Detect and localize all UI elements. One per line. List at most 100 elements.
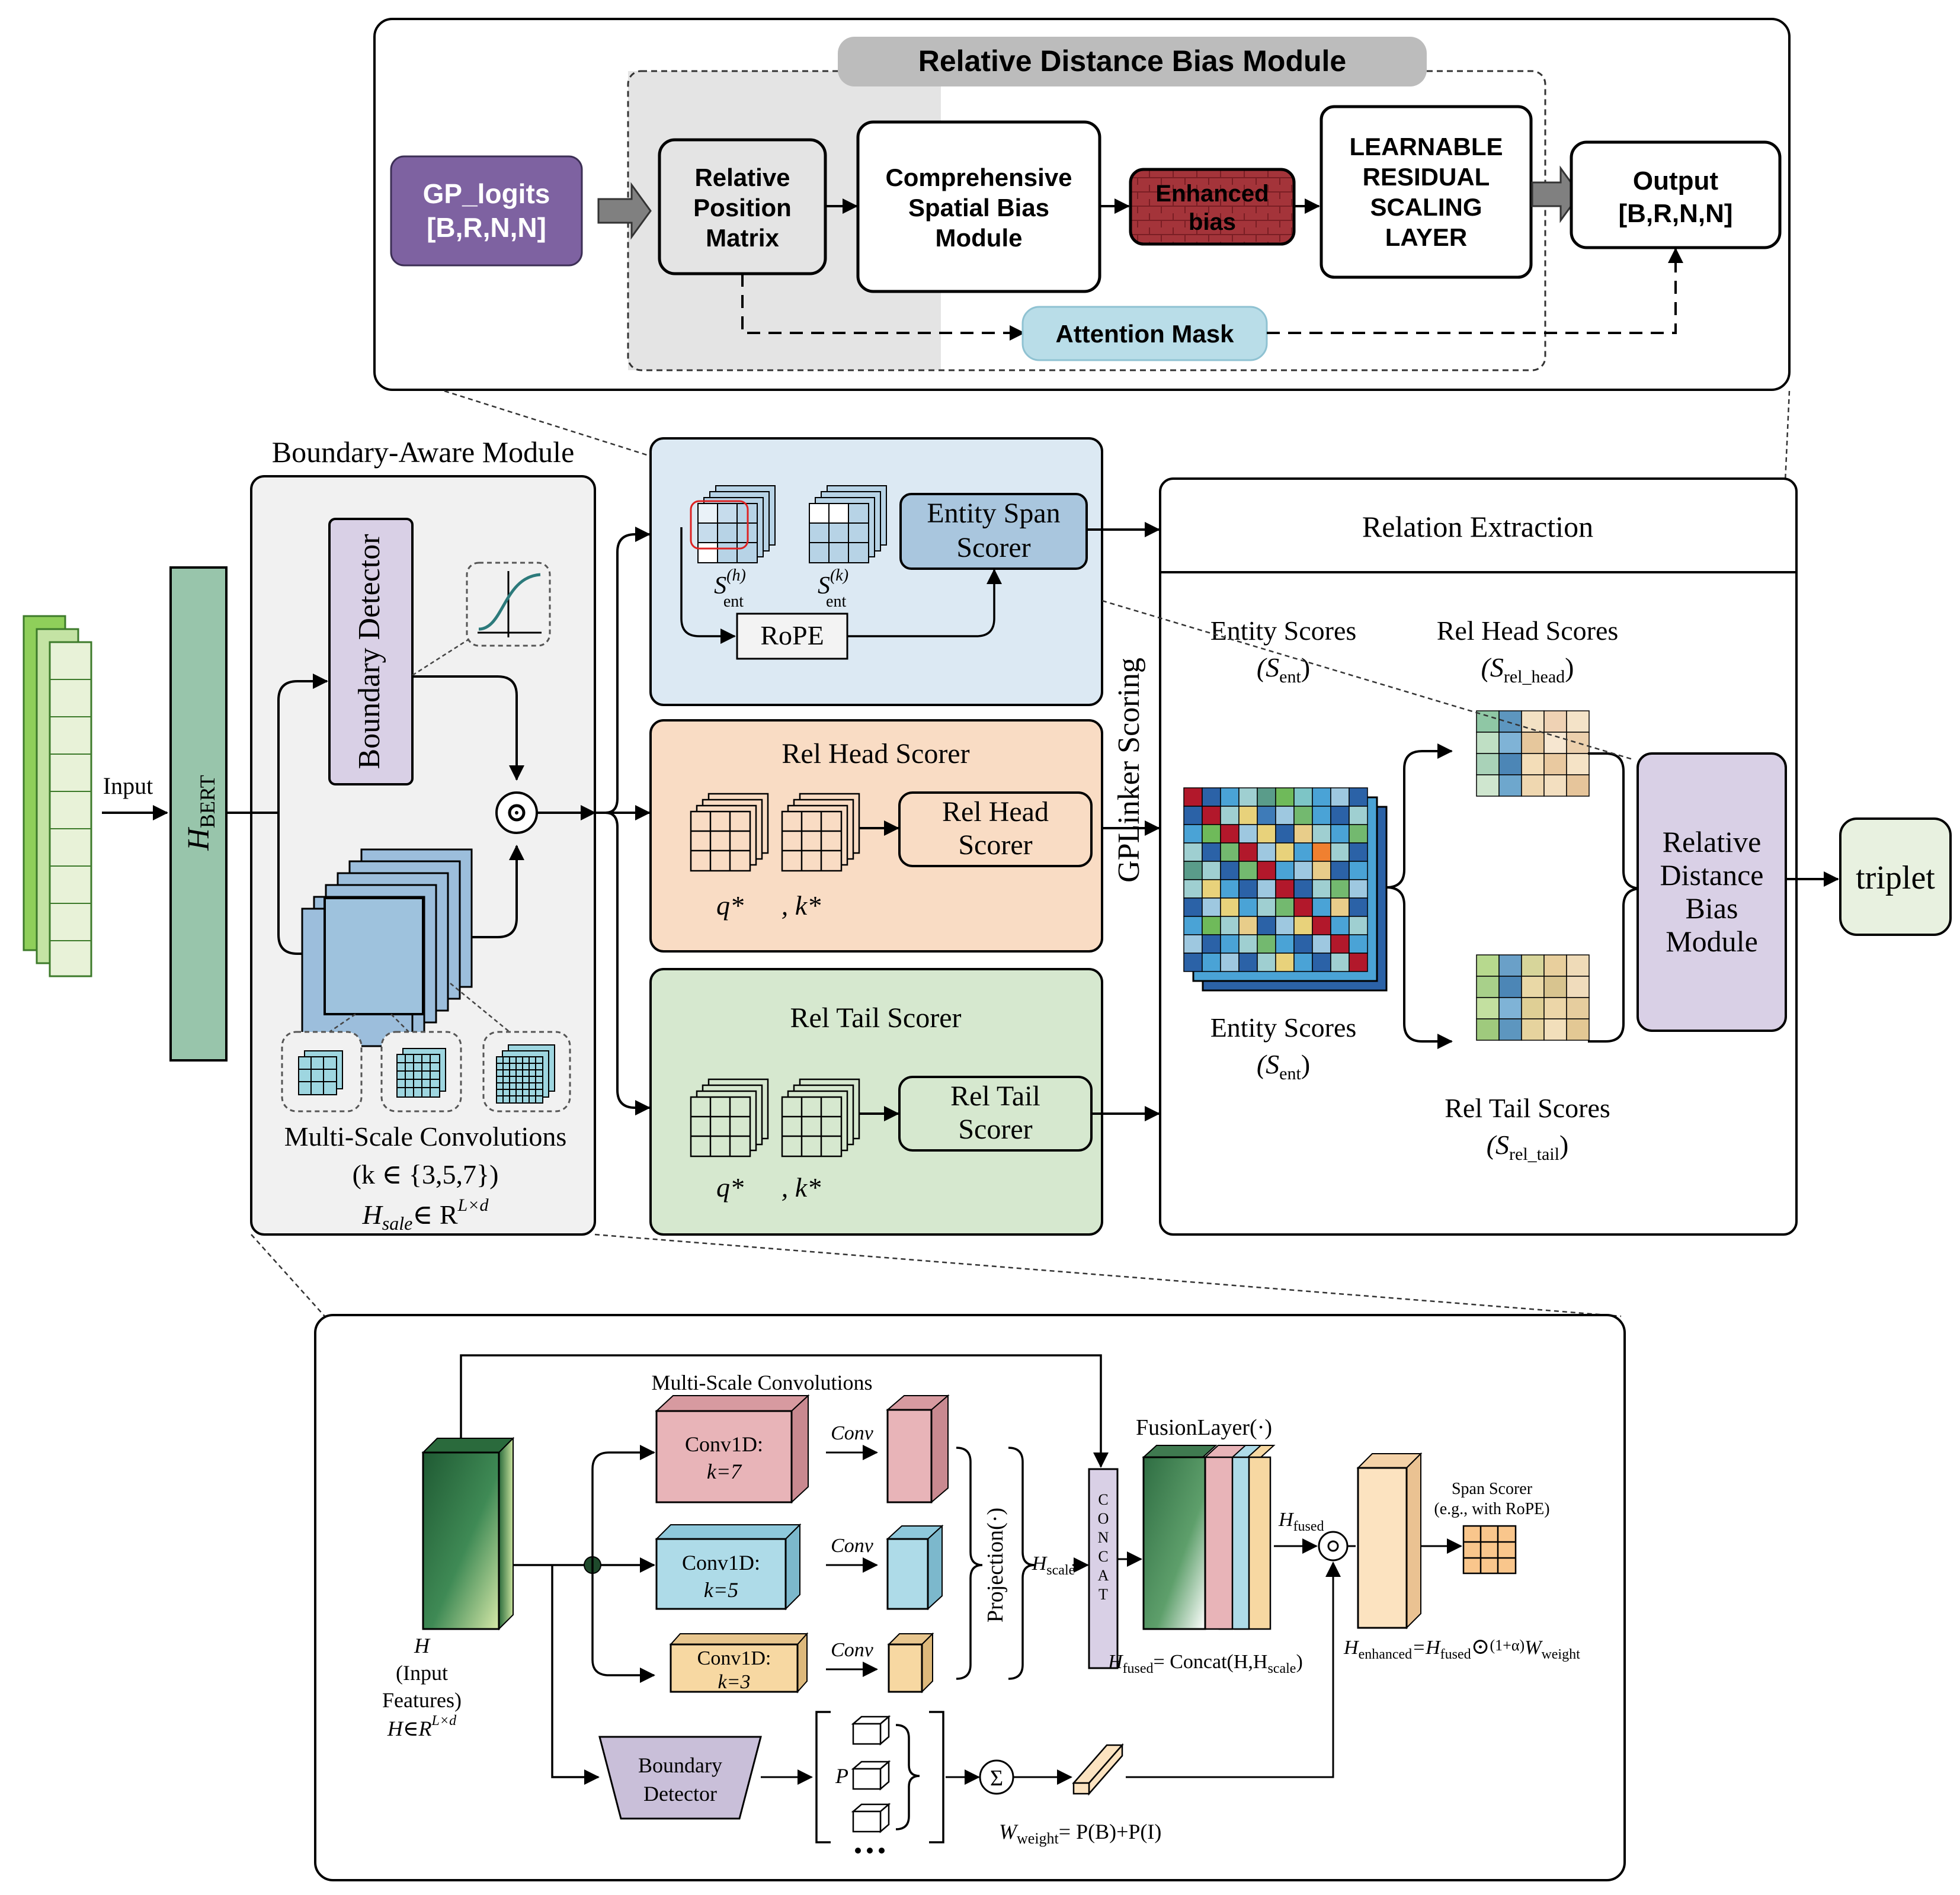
gp-logits-line2: [B,R,N,N]: [427, 212, 546, 243]
heatmap-cell: [1183, 842, 1203, 862]
svg-text:q*: q*: [716, 1172, 744, 1203]
rel-tail-score-grid: [1476, 954, 1590, 1041]
svg-text:bias: bias: [1189, 209, 1236, 235]
svg-text:LEARNABLE: LEARNABLE: [1350, 133, 1503, 161]
heatmap-cell: [1275, 879, 1295, 899]
rdb-title-pill: [838, 37, 1427, 86]
score-cell: [1566, 976, 1590, 998]
score-cell: [1498, 774, 1522, 797]
relation-extraction-panel: Relation Extraction Entity Scores (Sent)…: [1159, 477, 1798, 1236]
heatmap-cell: [1330, 916, 1350, 935]
svg-text:O: O: [1098, 1510, 1109, 1527]
heatmap-cell: [1349, 806, 1368, 825]
svg-text:Attention Mask: Attention Mask: [1055, 320, 1234, 348]
triplet-label: triplet: [1856, 860, 1935, 896]
heatmap-cell: [1238, 824, 1258, 844]
rel-head-scorer-box: [898, 791, 1093, 867]
heatmap-cell: [1312, 897, 1331, 917]
svg-text:S(h)ent: S(h)ent: [714, 566, 746, 611]
heatmap-cell: [1202, 934, 1221, 954]
svg-text:[B,R,N,N]: [B,R,N,N]: [1618, 199, 1732, 228]
heatmap-cell: [1293, 879, 1313, 899]
heatmap-cell: [1275, 953, 1295, 972]
heatmap-cell: [1330, 861, 1350, 880]
svg-text:Σ: Σ: [990, 1766, 1003, 1791]
svg-text:Henhanced=Hfused⊙(1+α)Wweight: Henhanced=Hfused⊙(1+α)Wweight: [1343, 1634, 1580, 1662]
score-cell: [1566, 732, 1590, 754]
conv-k7-block: [655, 1410, 793, 1503]
heatmap-cell: [1330, 897, 1350, 917]
heatmap-cell: [1238, 861, 1258, 880]
heatmap-cell: [1220, 787, 1240, 807]
gplinker-scoring-label: GPLinker Scoring: [1112, 658, 1146, 883]
score-cell: [1543, 976, 1567, 998]
heatmap-cell: [1220, 861, 1240, 880]
heatmap-cell: [1202, 842, 1221, 862]
heatmap-cell: [1293, 787, 1313, 807]
heatmap-cell: [1238, 916, 1258, 935]
heatmap-cell: [1238, 879, 1258, 899]
score-cell: [1566, 774, 1590, 797]
heatmap-cell: [1220, 934, 1240, 954]
score-cell: [1566, 710, 1590, 733]
heatmap-cell: [1220, 897, 1240, 917]
svg-text:(Sent): (Sent): [1257, 1049, 1310, 1083]
score-cell: [1521, 976, 1545, 998]
input-token-stack: [23, 615, 92, 977]
heatmap-cell: [1275, 861, 1295, 880]
svg-text:Conv: Conv: [831, 1422, 874, 1444]
svg-text:Distance: Distance: [1660, 858, 1764, 892]
weight-vector-icon: [1072, 1743, 1124, 1796]
heatmap-cell: [1202, 897, 1221, 917]
heatmap-cell: [1275, 934, 1295, 954]
heatmap-cell: [1257, 934, 1276, 954]
score-cell: [1543, 732, 1567, 754]
score-cell: [1521, 774, 1545, 797]
svg-text:(e.g., with RoPE): (e.g., with RoPE): [1434, 1500, 1549, 1518]
rdb-title: Relative Distance Bias Module: [918, 44, 1346, 78]
heatmap-cell: [1183, 806, 1203, 825]
svg-text:Position: Position: [693, 194, 792, 222]
bert-label: HBERT: [182, 775, 219, 851]
heatmap-cell: [1312, 806, 1331, 825]
svg-text:, k*: , k*: [782, 1172, 821, 1203]
conv-k5-block: [655, 1538, 787, 1610]
input-feature-block: [422, 1451, 500, 1630]
svg-text:Span Scorer: Span Scorer: [1452, 1480, 1533, 1498]
score-cell: [1498, 753, 1522, 775]
heatmap-cell: [1202, 787, 1221, 807]
svg-text:C: C: [1098, 1491, 1108, 1508]
score-cell: [1498, 997, 1522, 1019]
svg-text:Enhanced: Enhanced: [1155, 181, 1269, 207]
score-cell: [1566, 997, 1590, 1019]
svg-text:(k ∈ {3,5,7}): (k ∈ {3,5,7}): [353, 1159, 499, 1189]
score-cell: [1476, 1018, 1500, 1041]
svg-text:Multi-Scale Convolutions: Multi-Scale Convolutions: [652, 1371, 873, 1394]
gp-to-rpm-arrow: [597, 182, 652, 240]
svg-text:Module: Module: [936, 224, 1023, 252]
svg-text:Conv: Conv: [831, 1535, 874, 1557]
score-cell: [1566, 753, 1590, 775]
heatmap-cell: [1238, 897, 1258, 917]
heatmap-cell: [1183, 916, 1203, 935]
heatmap-cell: [1220, 824, 1240, 844]
score-cell: [1476, 753, 1500, 775]
rel-tail-panel: Rel Tail Scorer q* , k* Rel Tail Scorer: [649, 968, 1103, 1236]
heatmap-cell: [1257, 861, 1276, 880]
feature-map-stack: [301, 848, 473, 1047]
rel-head-panel: Rel Head Scorer q* , k* Rel Head Scorer: [649, 719, 1103, 953]
heatmap-cell: [1293, 934, 1313, 954]
heatmap-cell: [1257, 897, 1276, 917]
score-cell: [1521, 1018, 1545, 1041]
heatmap-cell: [1312, 787, 1331, 807]
svg-text:T: T: [1099, 1586, 1108, 1603]
svg-text:Scorer: Scorer: [958, 1114, 1032, 1145]
svg-text:Entity Span: Entity Span: [927, 498, 1060, 529]
heatmap-cell: [1275, 806, 1295, 825]
svg-text:(Sent): (Sent): [1257, 652, 1310, 687]
svg-text:Rel Head: Rel Head: [942, 796, 1049, 828]
svg-text:, k*: , k*: [782, 890, 821, 921]
svg-text:Entity Scores: Entity Scores: [1210, 615, 1357, 646]
svg-text:Scorer: Scorer: [958, 829, 1032, 861]
heatmap-cell: [1275, 897, 1295, 917]
